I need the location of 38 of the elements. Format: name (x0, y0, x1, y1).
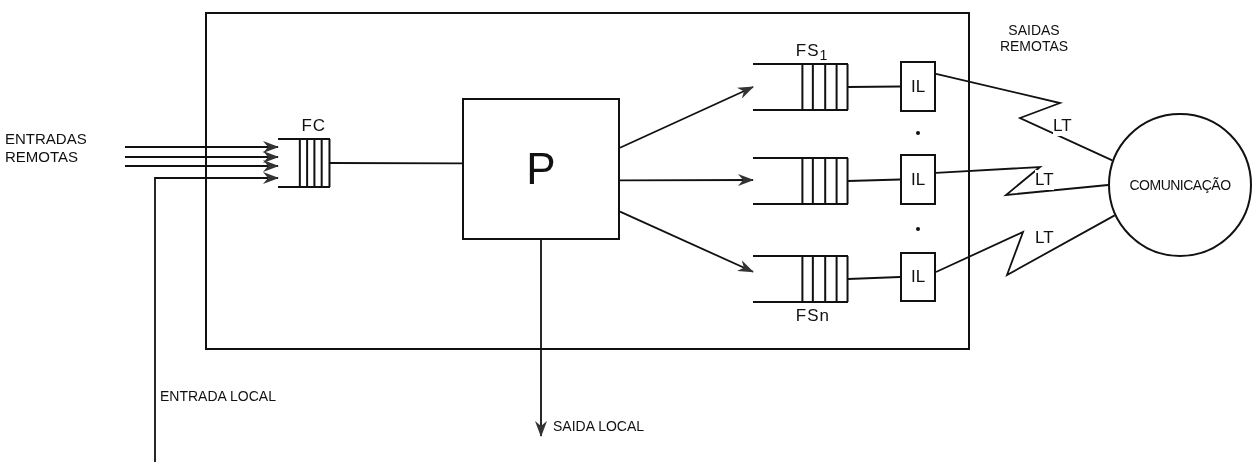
interface-box (900, 252, 936, 302)
arrow (124, 160, 279, 172)
interface-box (900, 61, 936, 112)
arrow (619, 86, 754, 149)
arrow (535, 239, 547, 437)
connector-line (329, 162, 463, 165)
box-label: IL (910, 267, 926, 287)
arrow (619, 174, 754, 187)
edge-label: SAIDA LOCAL (553, 418, 645, 435)
edge-label: LT (1035, 170, 1054, 190)
connector-line (935, 214, 1116, 277)
arrow (619, 210, 754, 273)
connector-line (935, 72, 1114, 162)
arrow (154, 172, 279, 463)
connector-line (847, 178, 901, 182)
system-boundary-box (205, 12, 970, 350)
communication-circle (1108, 113, 1252, 257)
arrow (124, 151, 279, 163)
queue-buffer (753, 157, 848, 205)
processor-box (462, 98, 620, 240)
interface-box (900, 154, 936, 205)
queue-buffer (278, 116, 330, 188)
queue-buffer (753, 41, 848, 111)
connector-line (847, 85, 901, 88)
box-label: IL (910, 169, 926, 190)
box-label: IL (910, 76, 926, 97)
queue-label: FS$_{1}$ (795, 41, 829, 64)
queue-label: FC (301, 116, 327, 136)
input-label: ENTRADAS REMOTAS (5, 128, 125, 178)
connector-line (847, 276, 901, 280)
section-label: SAIDAS REMOTAS (998, 22, 1070, 55)
queue-label: FSn (795, 306, 830, 326)
connector-line (935, 165, 1109, 197)
edge-label: LT (1053, 116, 1072, 136)
node-label: COMUNICAÇÃO (1129, 176, 1231, 194)
arrow (124, 141, 279, 153)
box-label: P (526, 143, 556, 195)
edge-label: ENTRADA LOCAL (160, 388, 276, 405)
